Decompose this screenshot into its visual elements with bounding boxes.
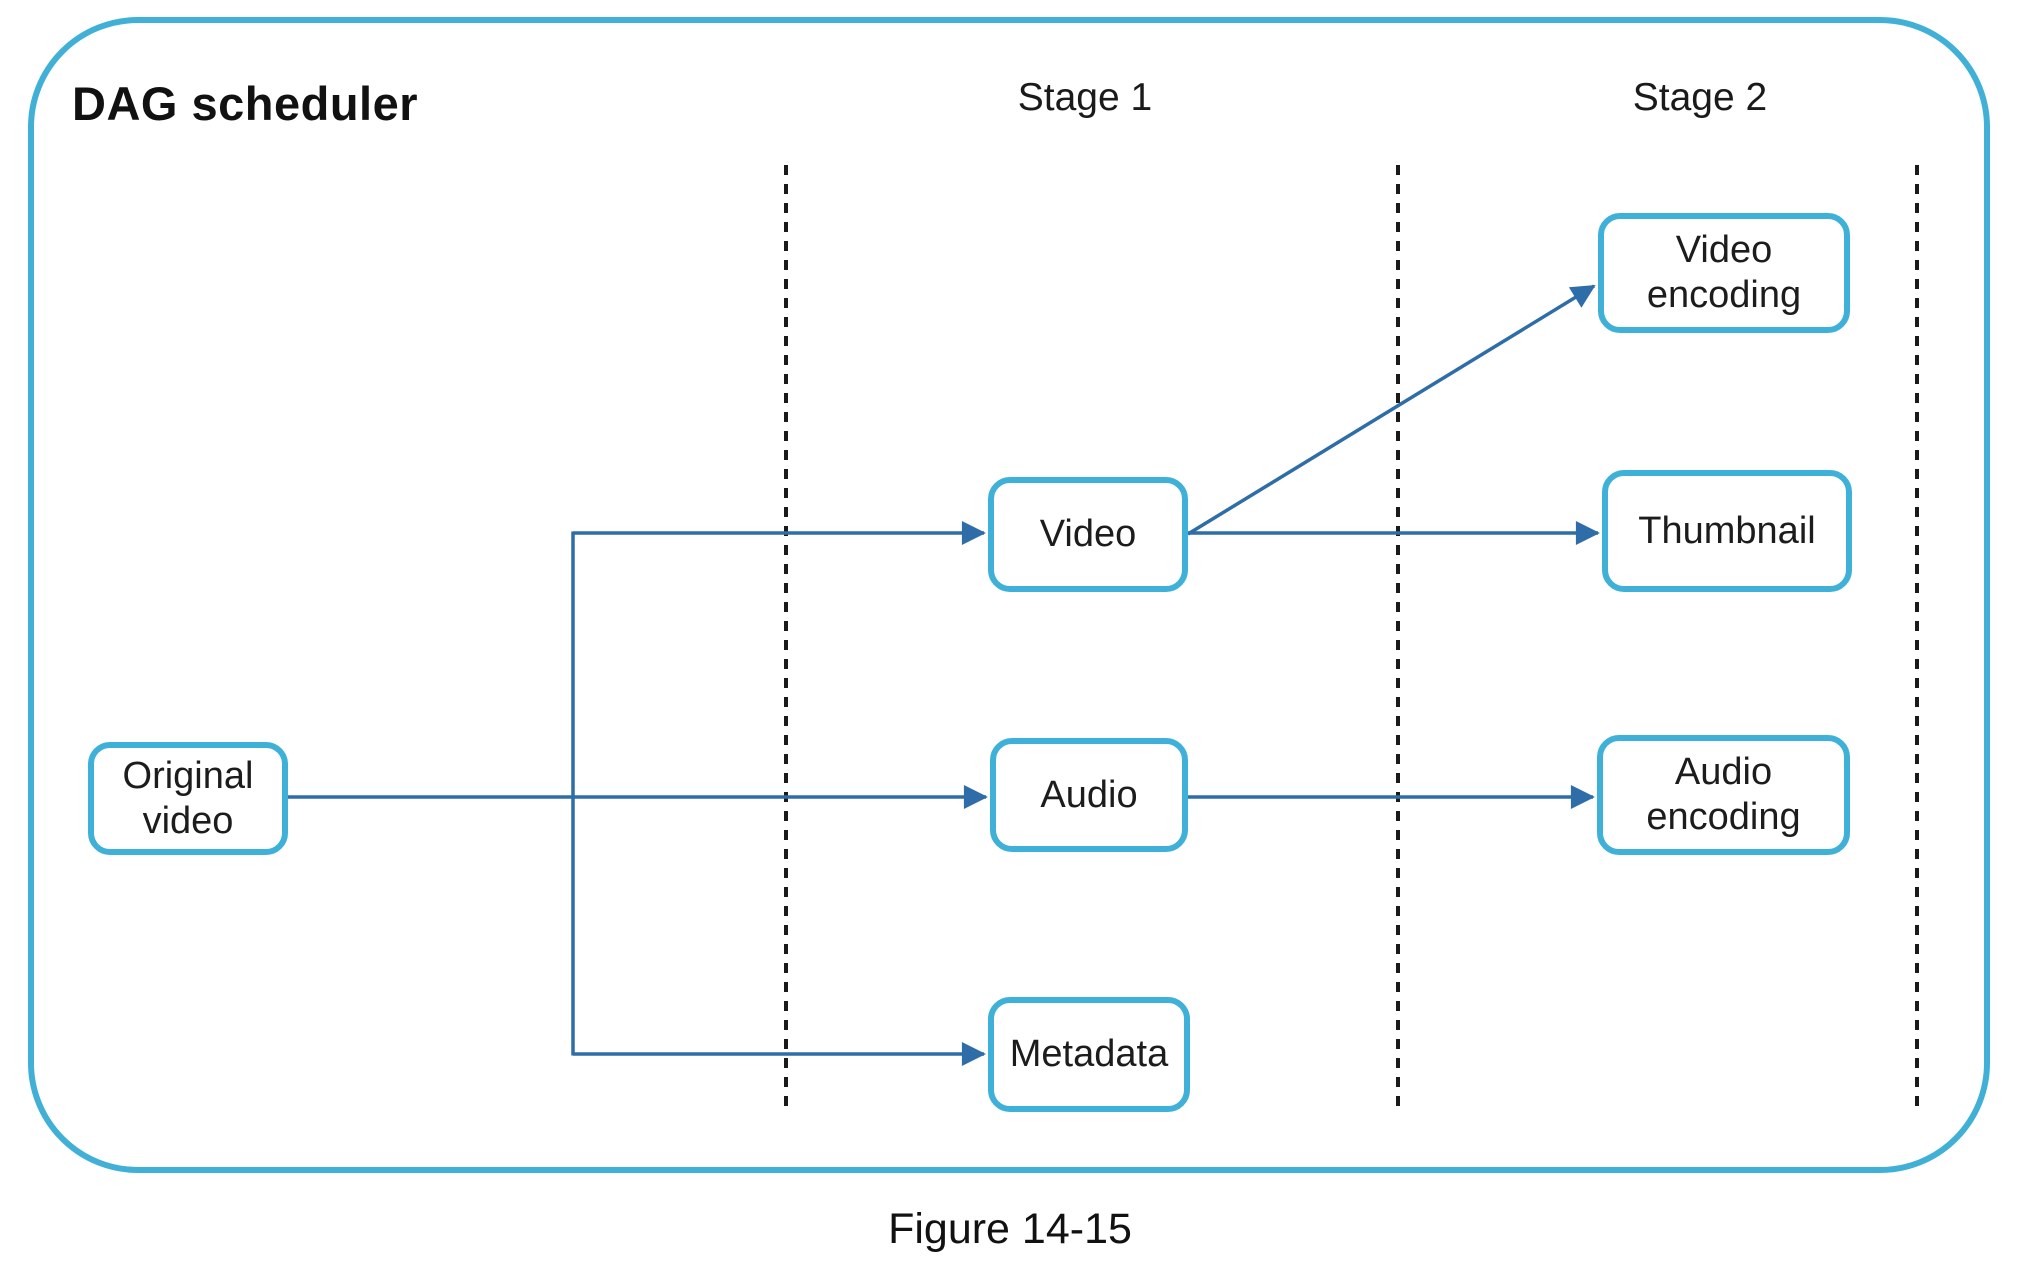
node-original-video: Original video <box>88 742 288 855</box>
node-audio: Audio <box>990 738 1188 852</box>
node-audio-encoding: Audio encoding <box>1597 735 1850 855</box>
node-audio-label: Audio <box>1040 773 1138 816</box>
edge-video-to-video-encoding <box>1187 284 1596 536</box>
node-metadata: Metadata <box>988 997 1190 1112</box>
node-thumbnail-label: Thumbnail <box>1638 509 1816 552</box>
diagram-title: DAG scheduler <box>72 77 419 130</box>
scheduler-frame <box>28 17 1990 1173</box>
node-original-video-label: Original video <box>122 754 254 842</box>
node-audio-encoding-label: Audio encoding <box>1646 751 1801 838</box>
node-video-encoding-label: Video encoding <box>1646 229 1802 316</box>
figure-caption: Figure 14-15 <box>888 1205 1132 1253</box>
stage-1-label: Stage 1 <box>1017 76 1153 119</box>
node-video: Video <box>988 477 1188 592</box>
node-video-label: Video <box>1039 513 1137 556</box>
stage-2-label: Stage 2 <box>1632 76 1768 119</box>
node-thumbnail: Thumbnail <box>1602 470 1852 592</box>
node-metadata-label: Metadata <box>1009 1033 1169 1076</box>
node-video-encoding: Video encoding <box>1598 213 1850 333</box>
